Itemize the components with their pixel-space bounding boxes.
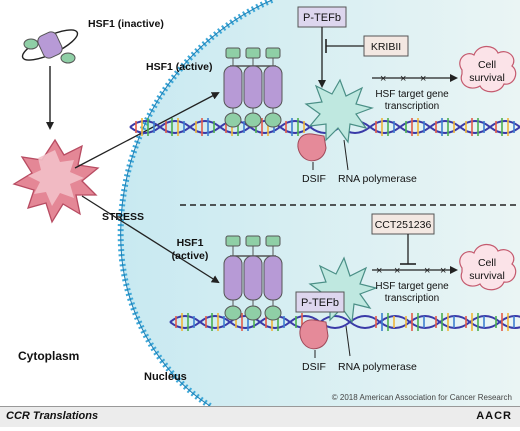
dsif-top-label: DSIF xyxy=(302,173,326,185)
target-gene-bottom-line2: transcription xyxy=(385,293,439,304)
hsf1-active-bottom-line2: (active) xyxy=(172,250,209,262)
svg-text:×: × xyxy=(380,73,386,85)
hsf1-active-top-label: HSF1 (active) xyxy=(146,61,213,73)
kribii-box xyxy=(363,35,409,57)
svg-text:×: × xyxy=(400,73,406,85)
hsf1-inactive-icon xyxy=(21,29,79,64)
target-gene-top-line2: transcription xyxy=(385,101,439,112)
ptefb-bottom-box xyxy=(295,291,345,313)
cytoplasm-label: Cytoplasm xyxy=(18,349,79,363)
svg-text:×: × xyxy=(376,265,382,277)
aacr-logo: AACR xyxy=(476,410,512,422)
kribii-label: KRIBII xyxy=(371,41,401,53)
ptefb-bottom-label: P-TEFb xyxy=(301,297,339,309)
rnapol-top-label: RNA polymerase xyxy=(338,173,417,185)
copyright-text: © 2018 American Association for Cancer R… xyxy=(332,393,512,402)
footer-bar: CCR Translations AACR xyxy=(0,406,520,427)
cell-survival-bottom-line2: survival xyxy=(469,270,505,282)
cell-survival-bottom-line1: Cell xyxy=(478,257,496,269)
dsif-bottom-label: DSIF xyxy=(302,361,326,373)
cct251236-box xyxy=(371,213,435,235)
svg-text:×: × xyxy=(420,73,426,85)
stress-label: STRESS xyxy=(102,211,144,223)
svg-text:×: × xyxy=(440,265,446,277)
cell-survival-bottom-cloud xyxy=(459,243,517,291)
rna-polymerase-top-icon xyxy=(304,78,375,144)
hsf1-active-trimer-top xyxy=(223,47,283,128)
dna-helix-bottom xyxy=(169,313,520,331)
cell-survival-top-line1: Cell xyxy=(478,59,496,71)
dna-helix-top xyxy=(129,118,520,136)
cct251236-label: CCT251236 xyxy=(375,219,432,231)
nucleus-label: Nucleus xyxy=(144,371,187,383)
target-gene-bottom-line1: HSF target gene xyxy=(375,281,449,292)
hsf1-active-trimer-bottom xyxy=(223,235,283,321)
stress-to-top-arrow xyxy=(74,92,220,169)
footer-title: CCR Translations xyxy=(6,410,99,422)
dsif-bottom-icon xyxy=(299,319,329,350)
hsf1-inactive-label: HSF1 (inactive) xyxy=(88,18,164,30)
cell-survival-top-cloud xyxy=(459,45,517,93)
ptefb-top-label: P-TEFb xyxy=(303,12,341,24)
target-gene-top-line1: HSF target gene xyxy=(375,89,449,100)
dsif-top-icon xyxy=(297,133,327,162)
hsf1-active-bottom-line1: HSF1 xyxy=(177,237,204,249)
nucleus-region xyxy=(120,0,520,406)
svg-text:×: × xyxy=(394,265,400,277)
rnapol-bottom-label: RNA polymerase xyxy=(338,361,417,373)
stress-to-bottom-arrow xyxy=(81,195,220,284)
svg-text:×: × xyxy=(424,265,430,277)
cell-survival-top-line2: survival xyxy=(469,72,505,84)
